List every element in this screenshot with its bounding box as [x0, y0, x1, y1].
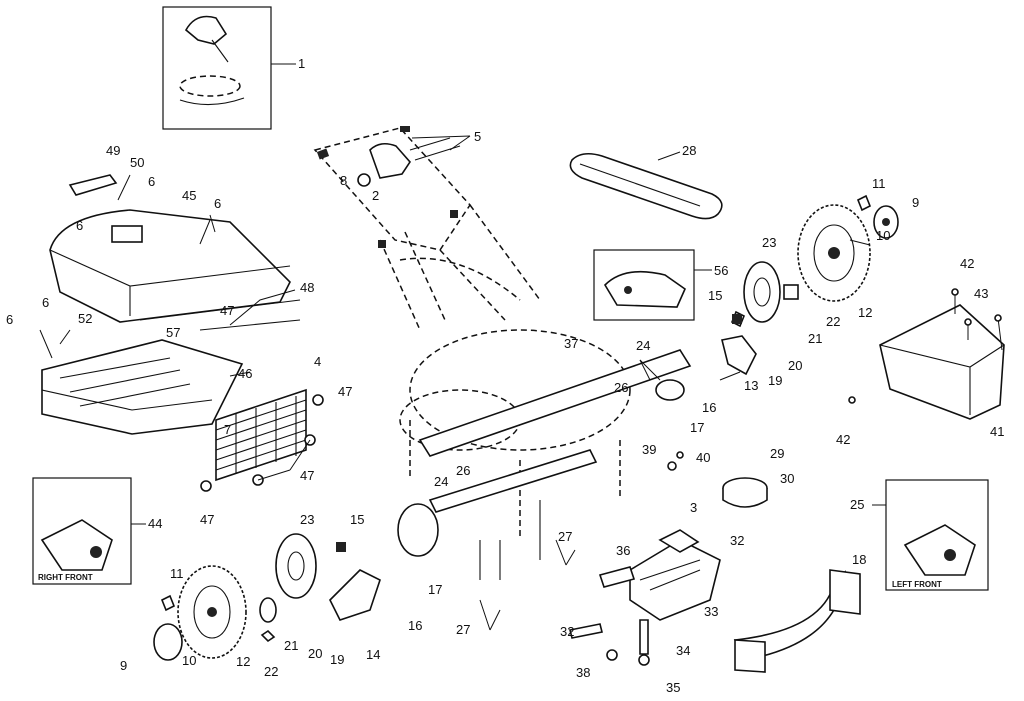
callout-21: 21 [808, 331, 822, 346]
callout-8: 8 [340, 173, 347, 188]
leader-lines [39, 63, 886, 631]
callout-22: 22 [826, 314, 840, 329]
callout-27: 27 [456, 622, 470, 637]
callout-13: 13 [744, 378, 758, 393]
callout-48: 48 [300, 280, 314, 295]
front-wheel-left [153, 533, 381, 661]
grass-catcher-top [49, 174, 301, 331]
rear-deflector [848, 288, 1005, 420]
inset-part-56 [593, 249, 695, 321]
callout-26: 26 [456, 463, 470, 478]
callout-18: 18 [852, 552, 866, 567]
callout-52: 52 [78, 311, 92, 326]
callout-27: 27 [558, 529, 572, 544]
callout-15: 15 [350, 512, 364, 527]
callout-26: 26 [614, 380, 628, 395]
callout-6: 6 [42, 295, 49, 310]
callout-6: 6 [148, 174, 155, 189]
callout-6: 6 [76, 218, 83, 233]
callout-19: 19 [330, 652, 344, 667]
callout-9: 9 [120, 658, 127, 673]
callout-25: 25 [850, 497, 864, 512]
callout-40: 40 [696, 450, 710, 465]
callout-47: 47 [300, 468, 314, 483]
grass-catcher-bag [41, 339, 244, 435]
callout-57: 57 [166, 325, 180, 340]
callout-4: 4 [314, 354, 321, 369]
callout-24: 24 [636, 338, 650, 353]
gear-cover-right [721, 261, 799, 376]
callout-29: 29 [770, 446, 784, 461]
front-axle [733, 569, 861, 673]
callout-49: 49 [106, 143, 120, 158]
callout-20: 20 [788, 358, 802, 373]
callout-15: 15 [708, 288, 722, 303]
callout-23: 23 [300, 512, 314, 527]
callout-24: 24 [434, 474, 448, 489]
callout-1: 1 [298, 56, 305, 71]
caption-left-front: LEFT FRONT [892, 580, 942, 589]
callout-2: 2 [372, 188, 379, 203]
callout-11: 11 [170, 566, 184, 581]
callout-14: 14 [366, 647, 380, 662]
callout-32: 32 [730, 533, 744, 548]
drive-belt [569, 152, 723, 220]
transmission [569, 529, 721, 666]
callout-22: 22 [264, 664, 278, 679]
inset-part-1 [162, 6, 272, 130]
callout-50: 50 [130, 155, 144, 170]
callout-16: 16 [408, 618, 422, 633]
callout-19: 19 [768, 373, 782, 388]
callout-28: 28 [682, 143, 696, 158]
rear-wheel-right [797, 194, 899, 302]
callout-10: 10 [182, 653, 196, 668]
callout-7: 7 [224, 422, 231, 437]
callout-6: 6 [6, 312, 13, 327]
inset-left-front [885, 479, 989, 591]
callout-38: 38 [576, 665, 590, 680]
callout-labels: 1 5 8 2 28 11 9 10 23 56 15 22 12 21 24 … [6, 56, 1004, 695]
drive-pulley [667, 451, 768, 508]
callout-44: 44 [148, 516, 162, 531]
callout-47: 47 [220, 303, 234, 318]
mower-deck [397, 329, 692, 580]
handle-assembly [313, 126, 541, 331]
callout-6: 6 [214, 196, 221, 211]
callout-33: 33 [704, 604, 718, 619]
callout-17: 17 [690, 420, 704, 435]
callout-34: 34 [676, 643, 690, 658]
callout-9: 9 [912, 195, 919, 210]
callout-5: 5 [474, 129, 481, 144]
callout-17: 17 [428, 582, 442, 597]
callout-32: 32 [560, 624, 574, 639]
callout-42: 42 [836, 432, 850, 447]
callout-16: 16 [702, 400, 716, 415]
callout-11: 11 [872, 176, 886, 191]
callout-37: 37 [564, 336, 578, 351]
callout-10: 10 [876, 228, 890, 243]
callout-46: 46 [238, 366, 252, 381]
callout-36: 36 [616, 543, 630, 558]
callout-56: 56 [714, 263, 728, 278]
callout-41: 41 [990, 424, 1004, 439]
callout-12: 12 [236, 654, 250, 669]
callout-30: 30 [780, 471, 794, 486]
callout-47: 47 [338, 384, 352, 399]
callout-39: 39 [642, 442, 656, 457]
caption-right-front: RIGHT FRONT [38, 573, 93, 582]
callout-20: 20 [308, 646, 322, 661]
callout-23: 23 [762, 235, 776, 250]
callout-47: 47 [200, 512, 214, 527]
callout-45: 45 [182, 188, 196, 203]
callout-3: 3 [690, 500, 697, 515]
inset-right-front [32, 477, 132, 585]
callout-42: 42 [960, 256, 974, 271]
callout-35: 35 [666, 680, 680, 695]
callout-12: 12 [858, 305, 872, 320]
callout-43: 43 [974, 286, 988, 301]
callout-21: 21 [284, 638, 298, 653]
